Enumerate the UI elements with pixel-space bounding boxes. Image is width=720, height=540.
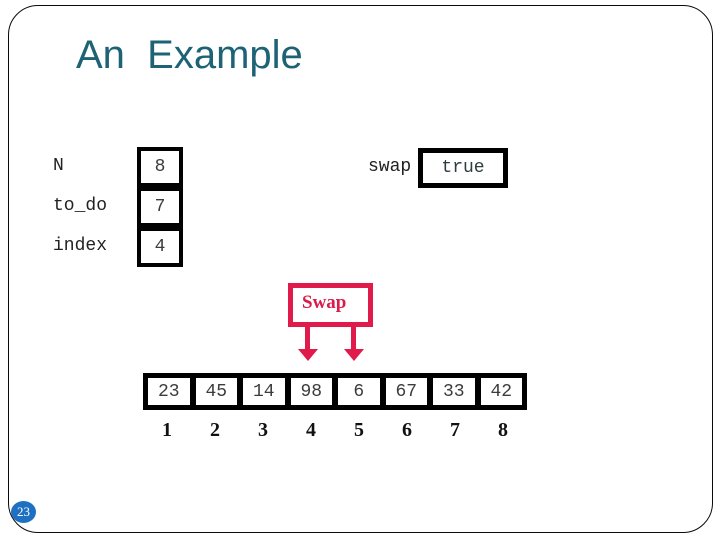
swap-arrow-left-line	[305, 327, 310, 350]
array-index-7: 7	[450, 419, 460, 441]
array-index-6: 6	[402, 419, 412, 441]
array-cell-4: 98	[287, 375, 335, 408]
swap-arrow-right-line	[351, 327, 356, 350]
array-index-4: 4	[306, 419, 316, 441]
variable-value-to-do: 7	[137, 187, 183, 227]
array-index-8: 8	[498, 419, 508, 441]
variable-label-n: N	[53, 156, 64, 176]
swap-arrow-left-head-icon	[298, 349, 318, 361]
swap-flag-label: swap	[368, 157, 412, 177]
array-cell-1: 23	[145, 375, 193, 408]
array-index-row: 1 2 3 4 5 6 7 8	[143, 419, 527, 443]
array-cell-3: 14	[240, 375, 288, 408]
page-number-badge: 23	[11, 501, 36, 523]
variable-label-index: index	[53, 236, 108, 256]
variable-label-to-do: to_do	[53, 196, 108, 216]
array-index-3: 3	[258, 419, 268, 441]
array-cell-2: 45	[192, 375, 240, 408]
array-cell-6: 67	[382, 375, 430, 408]
array-cell-7: 33	[430, 375, 478, 408]
array-cell-5: 6	[335, 375, 383, 408]
variable-value-n: 8	[137, 147, 183, 187]
slide-title: An Example	[76, 33, 303, 77]
array-index-5: 5	[354, 419, 364, 441]
swap-callout-box: Swap	[288, 283, 373, 327]
array-index-2: 2	[210, 419, 220, 441]
array-row: 23 45 14 98 6 67 33 42	[143, 373, 527, 410]
array-cell-8: 42	[477, 375, 525, 408]
swap-arrow-right-head-icon	[344, 349, 364, 361]
array-index-1: 1	[162, 419, 172, 441]
slide-border	[8, 5, 713, 533]
variable-value-index: 4	[137, 227, 183, 267]
swap-flag-value-box: true	[418, 148, 508, 188]
